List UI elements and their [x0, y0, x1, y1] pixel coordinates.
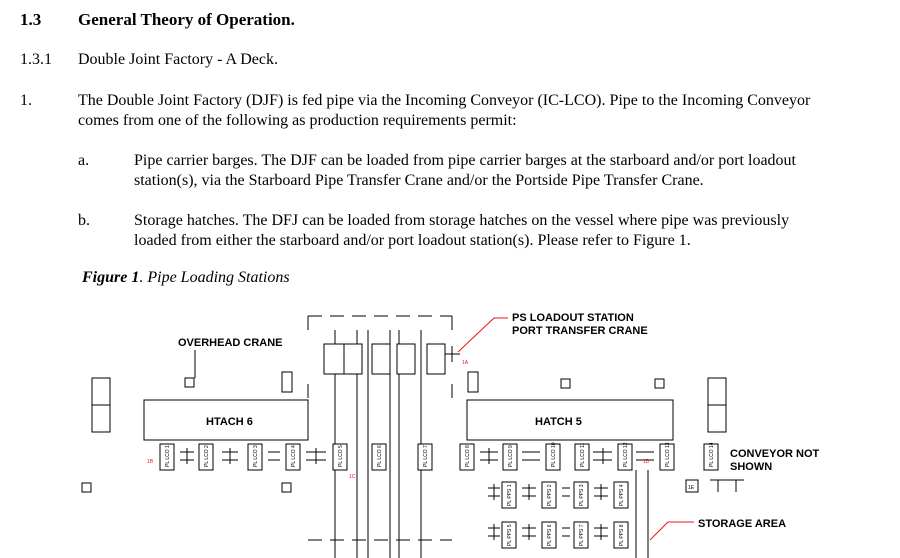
item-1-number: 1. [20, 92, 32, 109]
item-1-line-1: The Double Joint Factory (DJF) is fed pi… [78, 92, 811, 109]
lco-label: PL LCO 6 [377, 445, 383, 467]
item-a-line-1: Pipe carrier barges. The DJF can be load… [134, 152, 796, 169]
item-1-line-2: comes from one of the following as produ… [78, 112, 517, 129]
top-unit-3 [371, 343, 391, 375]
figure-label: Figure 1 [82, 269, 140, 286]
lco-label: PL LCO 3 [253, 445, 259, 467]
tick-7 [593, 448, 612, 464]
figure-caption: Figure 1. Pipe Loading Stations [82, 269, 290, 287]
lco-label: PL LCO 13 [665, 442, 671, 467]
marker-1e-box [685, 479, 699, 493]
item-b-line-1: Storage hatches. The DFJ can be loaded f… [134, 212, 790, 229]
lco-label: PL LCO 8 [465, 445, 471, 467]
tick-1 [180, 448, 194, 464]
tick-6 [522, 451, 540, 461]
callout-1b: 1B [147, 459, 154, 465]
top-unit-1 [323, 343, 345, 375]
pps-label: PL PPS 4 [619, 484, 625, 506]
square-2 [560, 378, 571, 389]
item-b-label: b. [78, 212, 90, 229]
pps-label: PL PPS 5 [507, 524, 513, 546]
lco-label: PL LCO 2 [204, 445, 210, 467]
conveyor-label-1: CONVEYOR NOT [730, 448, 820, 460]
post-small-2 [467, 371, 479, 393]
subsection-number: 1.3.1 [20, 51, 52, 68]
item-a-label: a. [78, 152, 90, 169]
lco-row [159, 443, 719, 471]
hatch-5-box [466, 399, 674, 441]
callout-1c: 1C [349, 474, 356, 480]
pps-label: PL PPS 8 [619, 524, 625, 546]
square-1 [184, 377, 195, 388]
storage-grid [488, 470, 649, 558]
lco-label: PL LCO 14 [709, 442, 715, 467]
pps-label: PL PPS 7 [579, 524, 585, 546]
ps-loadout-label-2: PORT TRANSFER CRANE [512, 325, 648, 337]
tick-8 [636, 451, 654, 461]
square-3 [654, 378, 665, 389]
square-5 [281, 482, 292, 493]
callout-1d: 1D [643, 459, 650, 465]
lco-label: PL LCO 5 [338, 445, 344, 467]
lco-label-group: PL LCO 1 PL LCO 2 PL LCO 3 PL LCO 4 PL LCO 5… [165, 442, 715, 467]
lco-label: PL LCO 12 [623, 442, 629, 467]
lco-label: PL LCO 7 [423, 445, 429, 467]
lco-label: PL LCO 1 [165, 445, 171, 467]
callout-1a: 1A [462, 360, 469, 366]
section-number: 1.3 [20, 10, 42, 29]
overhead-crane-label: OVERHEAD CRANE [178, 337, 283, 349]
top-unit-5 [426, 343, 446, 375]
hatch-6-label: HTACH 6 [206, 416, 253, 428]
tick-4 [306, 448, 326, 464]
figure-caption-text: . Pipe Loading Stations [139, 269, 290, 286]
crane-marker [445, 346, 460, 362]
pps-label: PL PPS 6 [547, 524, 553, 546]
hatch-5-label: HATCH 5 [535, 416, 582, 428]
lco-label: PL LCO 9 [508, 445, 514, 467]
ps-loadout-label-1: PS LOADOUT STATION [512, 312, 634, 324]
pps-label: PL PPS 3 [579, 484, 585, 506]
lco-label: PL LCO 10 [551, 442, 557, 467]
ps-loadout-leader [457, 317, 508, 353]
hatch-6-box [143, 399, 309, 441]
tick-5 [480, 448, 498, 464]
lco-label: PL LCO 4 [291, 445, 297, 467]
section-title: General Theory of Operation. [78, 10, 295, 29]
subsection-title: Double Joint Factory - A Deck. [78, 51, 278, 68]
square-4 [81, 482, 92, 493]
storage-area-leader [649, 521, 694, 541]
lco-label: PL LCO 11 [580, 443, 586, 467]
item-a-line-2: station(s), via the Starboard Pipe Trans… [134, 172, 704, 189]
storage-area-label: STORAGE AREA [698, 518, 786, 530]
callout-1e: 1E [688, 485, 695, 491]
item-b-line-2: loaded from either the starboard and/or … [134, 232, 691, 249]
top-unit-4 [396, 343, 416, 375]
tick-2 [222, 448, 238, 464]
tick-3 [268, 451, 280, 461]
post-small-1 [281, 371, 293, 393]
conveyor-stub [710, 479, 744, 492]
pps-label-group: PL PPS 1 PL PPS 2 PL PPS 3 PL PPS 4 PL PPS 5… [507, 484, 625, 546]
conveyor-label-2: SHOWN [730, 461, 772, 473]
pps-label: PL PPS 2 [547, 484, 553, 506]
top-unit-2 [343, 343, 363, 375]
pps-label: PL PPS 1 [507, 484, 513, 506]
